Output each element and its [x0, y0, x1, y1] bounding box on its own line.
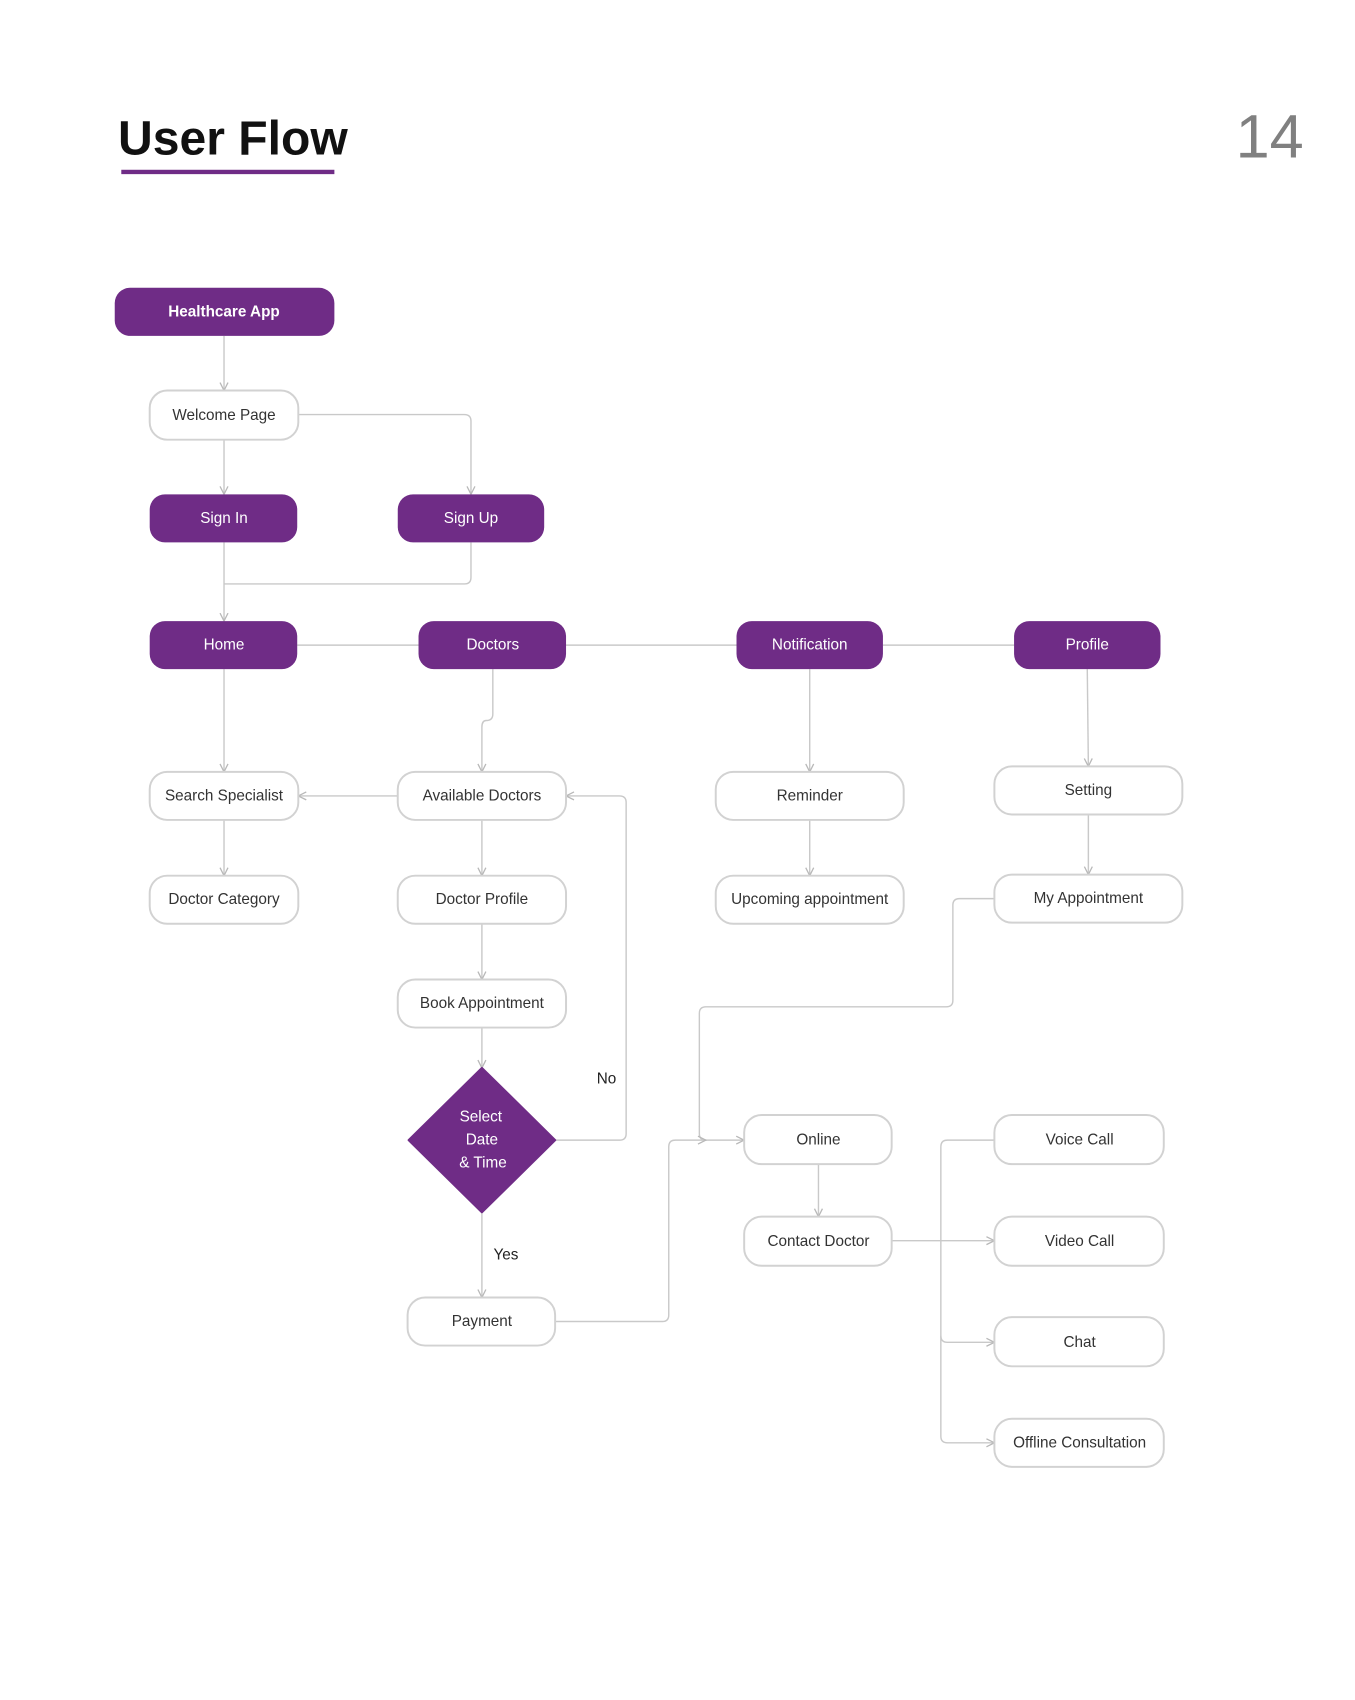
svg-text:My Appointment: My Appointment	[1034, 890, 1144, 907]
node-reminder[interactable]: Reminder	[714, 770, 905, 821]
svg-text:Doctor Profile: Doctor Profile	[436, 891, 529, 908]
svg-text:Date: Date	[466, 1132, 498, 1149]
node-welcome-page[interactable]: Welcome Page	[148, 389, 300, 441]
node-healthcare-app[interactable]: Healthcare App	[114, 287, 335, 336]
node-home[interactable]: Home	[149, 621, 298, 670]
node-notification[interactable]: Notification	[736, 621, 883, 670]
svg-text:Available Doctors: Available Doctors	[423, 787, 542, 804]
decision-select-date-time[interactable]: Select Date & Time	[407, 1066, 557, 1214]
svg-text:Book Appointment: Book Appointment	[420, 995, 545, 1012]
svg-text:& Time: & Time	[459, 1155, 507, 1172]
svg-text:Chat: Chat	[1063, 1334, 1096, 1351]
node-offline-consultation[interactable]: Offline Consultation	[993, 1417, 1165, 1468]
node-sign-up[interactable]: Sign Up	[397, 494, 545, 543]
node-video-call[interactable]: Video Call	[993, 1215, 1165, 1267]
svg-text:Welcome Page: Welcome Page	[172, 407, 275, 424]
svg-text:Search Specialist: Search Specialist	[165, 787, 284, 804]
svg-text:Online: Online	[796, 1132, 840, 1149]
node-online[interactable]: Online	[743, 1114, 893, 1166]
svg-text:Offline Consultation: Offline Consultation	[1013, 1434, 1146, 1451]
svg-text:Upcoming appointment: Upcoming appointment	[731, 891, 889, 908]
node-doctor-profile[interactable]: Doctor Profile	[396, 874, 568, 925]
node-sign-in[interactable]: Sign In	[149, 494, 298, 543]
node-payment[interactable]: Payment	[406, 1296, 557, 1347]
page-number: 14	[1236, 103, 1304, 171]
node-contact-doctor[interactable]: Contact Doctor	[743, 1215, 893, 1267]
svg-text:Payment: Payment	[452, 1313, 513, 1330]
edge-label-yes: Yes	[493, 1246, 518, 1263]
node-search-specialist[interactable]: Search Specialist	[148, 770, 300, 821]
svg-text:Home: Home	[204, 637, 245, 654]
svg-text:Setting: Setting	[1065, 782, 1113, 799]
node-doctors[interactable]: Doctors	[418, 621, 567, 670]
svg-text:Doctors: Doctors	[466, 637, 519, 654]
node-profile[interactable]: Profile	[1014, 621, 1161, 670]
title-underline	[121, 169, 335, 175]
node-book-appointment[interactable]: Book Appointment	[396, 978, 568, 1029]
svg-text:Notification: Notification	[772, 637, 848, 654]
connectors	[224, 335, 1088, 1443]
node-upcoming-appointment[interactable]: Upcoming appointment	[714, 874, 905, 925]
svg-text:Video Call: Video Call	[1045, 1233, 1114, 1250]
page-title: User Flow	[118, 111, 348, 165]
svg-text:Voice Call: Voice Call	[1046, 1132, 1114, 1149]
node-setting[interactable]: Setting	[993, 765, 1184, 816]
node-voice-call[interactable]: Voice Call	[993, 1114, 1165, 1166]
svg-text:Reminder: Reminder	[777, 787, 843, 804]
svg-text:Healthcare App: Healthcare App	[168, 303, 280, 320]
svg-text:Sign In: Sign In	[200, 510, 248, 527]
svg-text:Profile: Profile	[1066, 637, 1109, 654]
edge-label-no: No	[597, 1070, 617, 1087]
node-doctor-category[interactable]: Doctor Category	[148, 874, 300, 925]
node-my-appointment[interactable]: My Appointment	[993, 873, 1184, 924]
node-chat[interactable]: Chat	[993, 1316, 1165, 1368]
node-available-doctors[interactable]: Available Doctors	[396, 770, 568, 821]
svg-text:Select: Select	[460, 1109, 503, 1126]
svg-text:Sign Up: Sign Up	[444, 510, 498, 527]
svg-text:Doctor Category: Doctor Category	[168, 891, 280, 908]
svg-text:Contact Doctor: Contact Doctor	[768, 1233, 870, 1250]
